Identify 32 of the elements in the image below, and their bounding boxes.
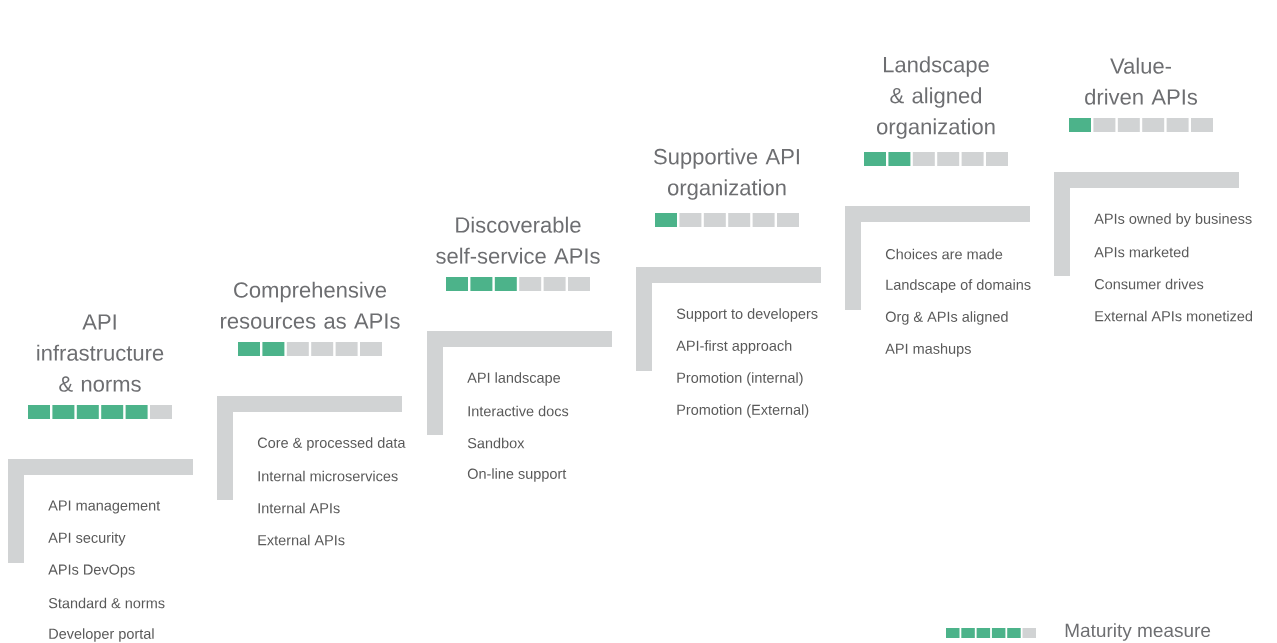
list-item: API security bbox=[48, 532, 126, 546]
stage-title: Landscape & aligned organization bbox=[877, 56, 995, 139]
list-item: APIs marketed bbox=[1094, 246, 1189, 258]
list-item: Developer portal bbox=[49, 628, 154, 642]
list-item: APIs owned by business bbox=[1094, 213, 1252, 227]
stage-title: Comprehensive resources as APIs bbox=[221, 281, 400, 329]
list-item: Org & APIs aligned bbox=[885, 311, 1008, 325]
list-item: Standard & norms bbox=[48, 597, 165, 609]
list-item: External APIs monetized bbox=[1095, 310, 1253, 322]
list-item: Internal microservices bbox=[258, 470, 398, 482]
legend-text: Maturity measure bbox=[1065, 623, 1211, 641]
list-item: Choices are made bbox=[885, 248, 1003, 260]
list-item: Interactive docs bbox=[468, 405, 569, 417]
list-item: APIs DevOps bbox=[48, 564, 135, 578]
list-item: Promotion (internal) bbox=[677, 372, 803, 386]
list-item: Core & processed data bbox=[257, 437, 406, 451]
list-item: API-first approach bbox=[676, 340, 792, 354]
list-item: Support to developers bbox=[676, 308, 818, 322]
stage-title: Discoverable self-service APIs bbox=[436, 216, 600, 264]
list-item: API mashups bbox=[885, 343, 971, 357]
stage-title: API infrastructure & norms bbox=[37, 314, 164, 392]
stage-title: Supportive API organization bbox=[654, 148, 799, 200]
list-item: Internal APIs bbox=[258, 502, 340, 514]
list-item: Consumer drives bbox=[1094, 278, 1204, 290]
list-item: On-line support bbox=[467, 468, 567, 482]
list-item: Sandbox bbox=[467, 437, 525, 449]
list-item: API management bbox=[48, 500, 161, 514]
list-item: API landscape bbox=[467, 372, 561, 386]
list-item: Landscape of domains bbox=[886, 279, 1031, 293]
list-item: Promotion (External) bbox=[677, 404, 809, 418]
list-item: External APIs bbox=[258, 534, 345, 546]
stage-title: Value-driven APIs bbox=[1085, 57, 1198, 105]
